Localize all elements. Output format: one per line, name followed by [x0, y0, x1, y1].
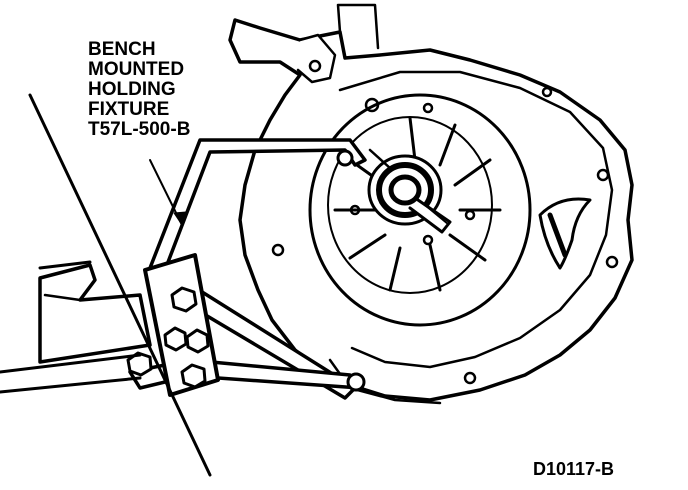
fixture-callout-label: BENCH MOUNTED HOLDING FIXTURE T57L-500-B	[88, 40, 190, 140]
housing-interior	[308, 93, 532, 327]
callout-line: FIXTURE	[88, 99, 170, 120]
callout-line: BENCH	[88, 39, 156, 60]
input-shaft-bearing	[367, 148, 452, 234]
callout-line: HOLDING	[88, 79, 176, 100]
bench-mount-post	[0, 260, 152, 394]
leader-lines	[28, 93, 212, 477]
figure-id: D10117-B	[533, 459, 615, 479]
holding-fixture	[126, 138, 367, 400]
callout-line: T57L-500-B	[88, 119, 191, 140]
callout-line: MOUNTED	[88, 59, 185, 80]
